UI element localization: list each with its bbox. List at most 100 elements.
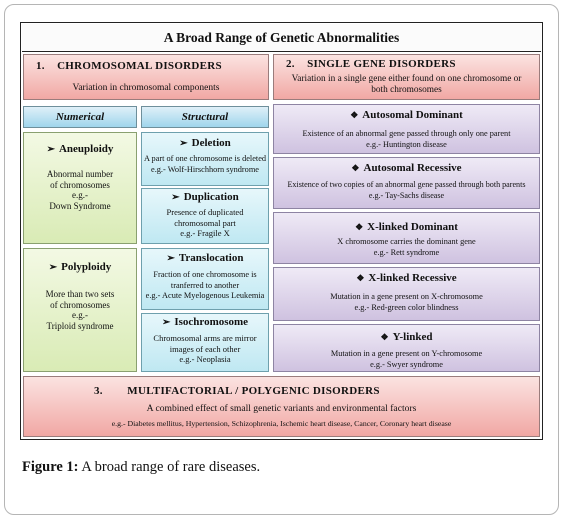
arrow-right-icon: ➢ <box>166 253 175 264</box>
x-linked-dominant-desc: X chromosome carries the dominant gene e… <box>274 237 539 258</box>
polyploidy-line2: of chromosomes <box>50 299 110 310</box>
diamond-bullet-icon: ❖ <box>355 222 364 232</box>
x-linked-recessive-name: X-linked Recessive <box>368 272 457 284</box>
duplication-title: ➢Duplication <box>142 191 268 203</box>
duplication-line1: Presence of duplicated <box>166 207 244 217</box>
translocation-desc: Fraction of one chromosome is tranferred… <box>142 270 268 302</box>
structural-label: Structural <box>141 106 269 128</box>
aneuploidy-example: Down Syndrome <box>49 200 111 211</box>
chromosomal-heading-text: CHROMOSOMAL DISORDERS <box>57 60 222 72</box>
polyploidy-name: Polyploidy <box>61 261 112 273</box>
diamond-bullet-icon: ❖ <box>350 110 359 120</box>
x-linked-recessive-line2: e.g.- Red-green color blindness <box>354 302 459 312</box>
autosomal-dominant-line2: e.g.- Huntington disease <box>366 139 447 149</box>
single-gene-heading: 2. SINGLE GENE DISORDERS <box>286 58 538 70</box>
multifactorial-line2: e.g.- Diabetes mellitus, Hypertension, S… <box>111 419 452 428</box>
single-gene-line2: both chromosomes <box>371 85 442 95</box>
diamond-bullet-icon: ❖ <box>380 332 389 342</box>
deletion-box: ➢Deletion A part of one chromosome is de… <box>141 132 269 186</box>
autosomal-recessive-name: Autosomal Recessive <box>363 162 462 174</box>
x-linked-dominant-name: X-linked Dominant <box>367 221 458 233</box>
single-gene-disorders-header: 2. SINGLE GENE DISORDERS Variation in a … <box>273 54 540 100</box>
aneuploidy-title: ➢Aneuploidy <box>24 143 136 155</box>
isochromosome-name: Isochromosome <box>174 316 249 328</box>
autosomal-dominant-line1: Existence of an abnormal gene passed thr… <box>302 129 511 138</box>
aneuploidy-desc: Abnormal number of chromosomes e.g.- Dow… <box>24 169 136 211</box>
duplication-box: ➢Duplication Presence of duplicated chro… <box>141 188 269 244</box>
deletion-line1: A part of one chromosome is deleted <box>143 154 267 163</box>
multifactorial-line1: A combined effect of small genetic varia… <box>146 403 417 414</box>
multifactorial-heading: 3. MULTIFACTORIAL / POLYGENIC DISORDERS <box>94 385 534 397</box>
polyploidy-desc: More than two sets of chromosomes e.g.- … <box>24 289 136 331</box>
polyploidy-box: ➢Polyploidy More than two sets of chromo… <box>23 248 137 372</box>
arrow-right-icon: ➢ <box>179 138 188 149</box>
x-linked-recessive-line1: Mutation in a gene present on X-chromoso… <box>330 292 483 301</box>
autosomal-dominant-name: Autosomal Dominant <box>362 109 463 121</box>
arrow-right-icon: ➢ <box>171 192 180 203</box>
single-gene-heading-number: 2. <box>286 58 295 70</box>
autosomal-recessive-desc: Existence of two copies of an abnormal g… <box>274 180 539 201</box>
diamond-bullet-icon: ❖ <box>356 273 365 283</box>
aneuploidy-box: ➢Aneuploidy Abnormal number of chromosom… <box>23 132 137 244</box>
y-linked-desc: Mutation in a gene present on Y-chromoso… <box>274 349 539 370</box>
chromosomal-disorders-header: 1. CHROMOSOMAL DISORDERS Variation in ch… <box>23 54 269 100</box>
multifactorial-heading-number: 3. <box>94 385 103 397</box>
autosomal-recessive-title: ❖Autosomal Recessive <box>274 162 539 174</box>
diagram-title: A Broad Range of Genetic Abnormalities <box>22 24 541 52</box>
chromosomal-heading: 1. CHROMOSOMAL DISORDERS <box>36 60 266 72</box>
x-linked-recessive-box: ❖X-linked Recessive Mutation in a gene p… <box>273 267 540 321</box>
duplication-name: Duplication <box>183 191 239 203</box>
translocation-line2: tranferred to another <box>170 280 240 290</box>
arrow-right-icon: ➢ <box>48 262 58 273</box>
arrow-right-icon: ➢ <box>161 317 171 328</box>
isochromosome-box: ➢Isochromosome Chromosomal arms are mirr… <box>141 313 269 372</box>
arrow-right-icon: ➢ <box>46 144 55 155</box>
single-gene-line1: Variation in a single gene either found … <box>291 74 522 84</box>
y-linked-line1: Mutation in a gene present on Y-chromoso… <box>330 349 483 358</box>
diamond-bullet-icon: ❖ <box>351 163 360 173</box>
x-linked-dominant-title: ❖X-linked Dominant <box>274 221 539 233</box>
x-linked-recessive-desc: Mutation in a gene present on X-chromoso… <box>274 292 539 313</box>
deletion-line2: e.g.- Wolf-Hirschhorn syndrome <box>151 164 259 174</box>
deletion-title: ➢Deletion <box>142 137 268 149</box>
figure-caption-text: A broad range of rare diseases. <box>81 459 261 475</box>
duplication-line2: chromosomal part <box>174 217 236 228</box>
translocation-name: Translocation <box>178 252 244 264</box>
isochromosome-line2: images of each other <box>169 343 241 354</box>
aneuploidy-eg: e.g.- <box>72 190 88 200</box>
polyploidy-title: ➢Polyploidy <box>24 261 136 273</box>
autosomal-dominant-box: ❖Autosomal Dominant Existence of an abno… <box>273 104 540 154</box>
y-linked-box: ❖Y-linked Mutation in a gene present on … <box>273 324 540 372</box>
y-linked-title: ❖Y-linked <box>274 331 539 343</box>
single-gene-heading-text: SINGLE GENE DISORDERS <box>307 58 456 70</box>
polyploidy-line1: More than two sets <box>45 289 115 299</box>
autosomal-recessive-line2: e.g.- Tay-Sachs disease <box>368 190 445 200</box>
aneuploidy-name: Aneuploidy <box>58 143 114 155</box>
y-linked-line2: e.g.- Swyer syndrome <box>370 359 443 369</box>
autosomal-recessive-line1: Existence of two copies of an abnormal g… <box>287 180 526 189</box>
multifactorial-disorders-box: 3. MULTIFACTORIAL / POLYGENIC DISORDERS … <box>23 376 540 437</box>
deletion-name: Deletion <box>191 137 231 149</box>
chromosomal-heading-number: 1. <box>36 60 45 72</box>
isochromosome-line1: Chromosomal arms are mirror <box>153 333 257 343</box>
numerical-label: Numerical <box>23 106 137 128</box>
autosomal-recessive-box: ❖Autosomal Recessive Existence of two co… <box>273 157 540 209</box>
duplication-desc: Presence of duplicated chromosomal part … <box>142 207 268 239</box>
polyploidy-eg: e.g.- <box>72 310 88 320</box>
polyploidy-example: Triploid syndrome <box>46 320 114 331</box>
aneuploidy-line1: Abnormal number <box>46 169 114 179</box>
multifactorial-heading-text: MULTIFACTORIAL / POLYGENIC DISORDERS <box>127 385 380 397</box>
x-linked-recessive-title: ❖X-linked Recessive <box>274 272 539 284</box>
translocation-line3: e.g.- Acute Myelogenous Leukemia <box>145 291 265 300</box>
aneuploidy-line2: of chromosomes <box>50 179 110 190</box>
figure-caption-label: Figure 1: <box>22 459 79 475</box>
isochromosome-line3: e.g.- Neoplasia <box>179 354 231 364</box>
x-linked-dominant-line1: X chromosome carries the dominant gene <box>337 237 476 246</box>
duplication-line3: e.g.- Fragile X <box>180 228 230 238</box>
y-linked-name: Y-linked <box>392 331 433 343</box>
autosomal-dominant-desc: Existence of an abnormal gene passed thr… <box>274 129 539 150</box>
translocation-line1: Fraction of one chromosome is <box>153 270 257 279</box>
single-gene-desc: Variation in a single gene either found … <box>274 74 539 96</box>
x-linked-dominant-line2: e.g.- Rett syndrome <box>373 247 440 257</box>
chromosomal-description: Variation in chromosomal components <box>72 83 220 93</box>
